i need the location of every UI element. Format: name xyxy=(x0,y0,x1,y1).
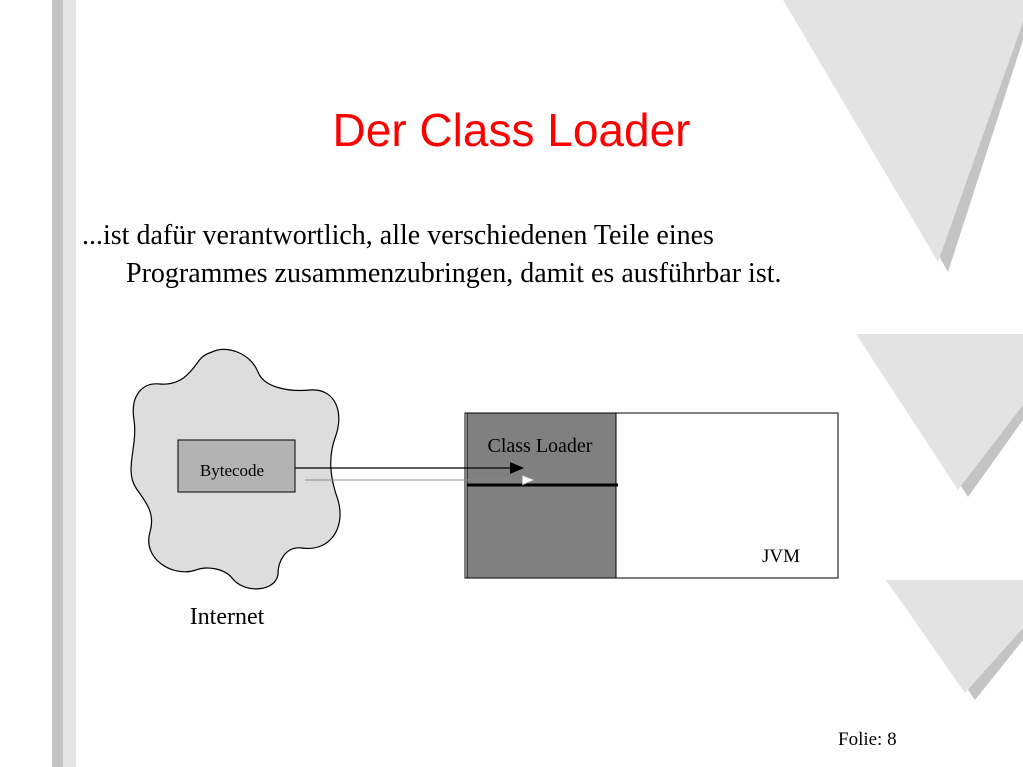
left-bar-light xyxy=(63,0,76,767)
triangle-top xyxy=(783,0,1023,262)
jvm-label: JVM xyxy=(762,546,800,567)
body-text-line-1: ...ist dafür verantwortlich, alle versch… xyxy=(82,220,714,251)
slide-number: Folie: 8 xyxy=(838,729,897,750)
class-loader-box xyxy=(466,412,617,579)
class-loader-label: Class Loader xyxy=(488,435,593,457)
slide-title: Der Class Loader xyxy=(332,104,691,156)
body-text-line-2: Programmes zusammenzubringen, damit es a… xyxy=(126,258,782,289)
bytecode-box xyxy=(177,439,296,493)
internet-label: Internet xyxy=(190,604,265,630)
left-bar-dark xyxy=(52,0,63,767)
bytecode-label: Bytecode xyxy=(200,461,264,480)
triangle-bottom xyxy=(886,580,1023,693)
triangle-middle xyxy=(856,334,1023,490)
